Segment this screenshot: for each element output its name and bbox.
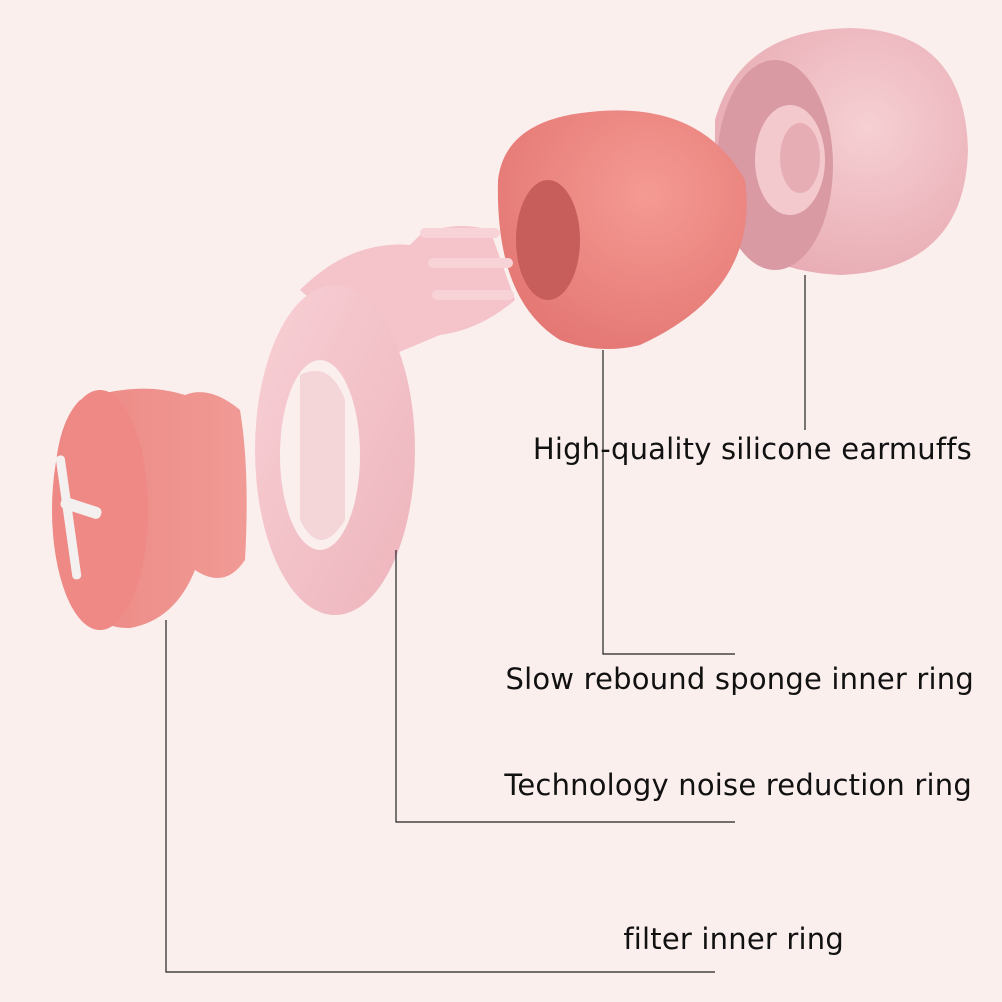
leader-line-noise-ring [395, 550, 735, 823]
leader-line-sponge [602, 350, 735, 655]
label-noise-ring: Technology noise reduction ring [504, 768, 972, 802]
leader-line-filter [165, 620, 715, 973]
foam-sponge [497, 110, 747, 349]
plus-icon [55, 455, 102, 580]
silicone-earmuff [715, 28, 968, 275]
label-earmuffs: High-quality silicone earmuffs [532, 432, 972, 466]
noise-reduction-ring [255, 285, 415, 615]
label-filter: filter inner ring [623, 922, 844, 956]
label-sponge: Slow rebound sponge inner ring [505, 662, 974, 696]
filter-plug [52, 388, 247, 630]
